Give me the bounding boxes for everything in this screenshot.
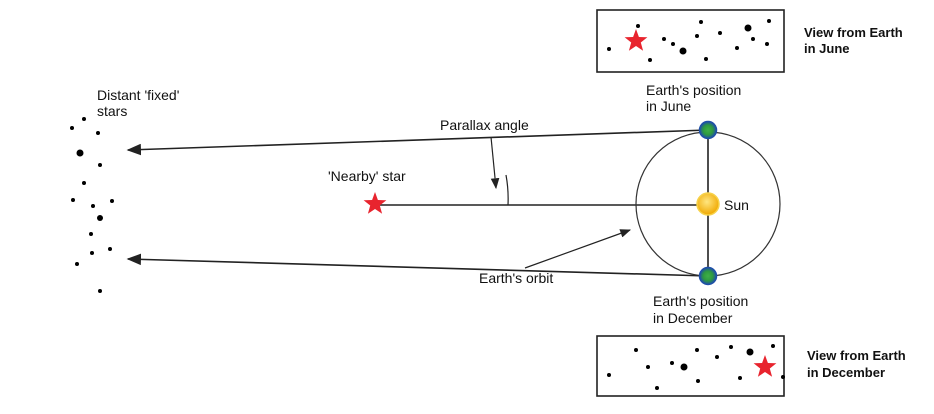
red-star-view-december-icon (753, 355, 777, 377)
earth-june-label-line2: in June (646, 98, 691, 114)
view-june-label-line2: in June (804, 41, 850, 56)
earth-december-label-line1: Earth's position (653, 293, 748, 309)
sun-label: Sun (724, 197, 749, 213)
red-star-view-june-icon (624, 29, 648, 51)
earth-orbit-pointer (524, 229, 632, 269)
red-star-icon (363, 192, 387, 214)
view-june-panel (596, 9, 785, 73)
view-june-label-line1: View from Earth (804, 25, 903, 40)
sightline-december (126, 253, 709, 277)
parallax-angle-pointer (490, 136, 500, 190)
earth-orbit-label: Earth's orbit (479, 270, 553, 286)
distant-stars-label-line1: Distant 'fixed' (97, 87, 179, 103)
earth-june-label-line1: Earth's position (646, 82, 741, 98)
view-december-panel (596, 335, 785, 397)
earth-june-icon (698, 120, 718, 140)
sightline-june (126, 129, 709, 156)
distant-stars-cluster (70, 117, 114, 293)
earth-december-label-line2: in December (653, 310, 733, 326)
nearby-star-label: 'Nearby' star (328, 168, 406, 184)
view-december-label-line1: View from Earth (807, 348, 906, 363)
view-december-label-line2: in December (807, 365, 885, 380)
earth-december-icon (698, 266, 718, 286)
distant-stars-label-line2: stars (97, 103, 127, 119)
parallax-angle-arc (505, 174, 509, 206)
parallax-angle-label: Parallax angle (440, 117, 529, 133)
sun-icon (696, 192, 720, 216)
